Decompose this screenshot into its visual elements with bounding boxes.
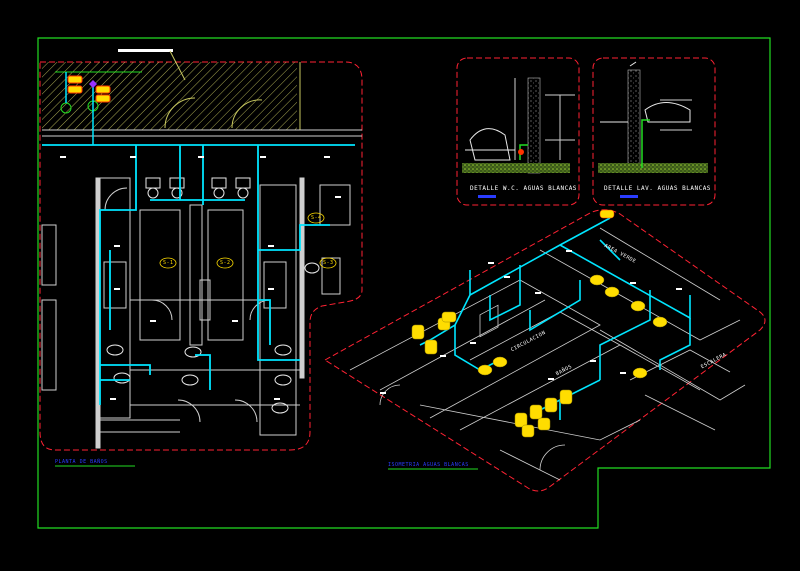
hatched-area — [42, 62, 297, 130]
iso-cloud-border — [324, 209, 766, 492]
bathroom-plan — [39, 49, 363, 451]
detail-wc-panel — [456, 57, 580, 206]
iso-fixtures — [411, 209, 668, 438]
room-tags — [159, 212, 337, 269]
detail-lav-panel — [592, 57, 716, 206]
plan-caption: PLANTA DE BAÑOS — [55, 459, 108, 465]
iso-water-pipes — [419, 217, 691, 420]
sheet-border — [37, 37, 771, 529]
plan-fixtures — [106, 177, 320, 414]
plan-water-pipes — [42, 144, 355, 405]
detail-lav-title: DETALLE LAV. AGUAS BLANCAS — [604, 185, 711, 192]
room-tag-s3: S-3 — [323, 260, 334, 266]
room-tag-s2: S-2 — [220, 260, 231, 266]
isometric-view — [324, 209, 766, 492]
water-meter-cluster — [55, 71, 142, 145]
room-tag-s1: S-1 — [163, 260, 174, 266]
detail-wc-title: DETALLE W.C. AGUAS BLANCAS — [470, 185, 577, 192]
plan-walls — [41, 177, 351, 449]
room-tag-s4: S-4 — [311, 215, 322, 221]
iso-caption: ISOMETRIA AGUAS BLANCAS — [388, 462, 469, 468]
